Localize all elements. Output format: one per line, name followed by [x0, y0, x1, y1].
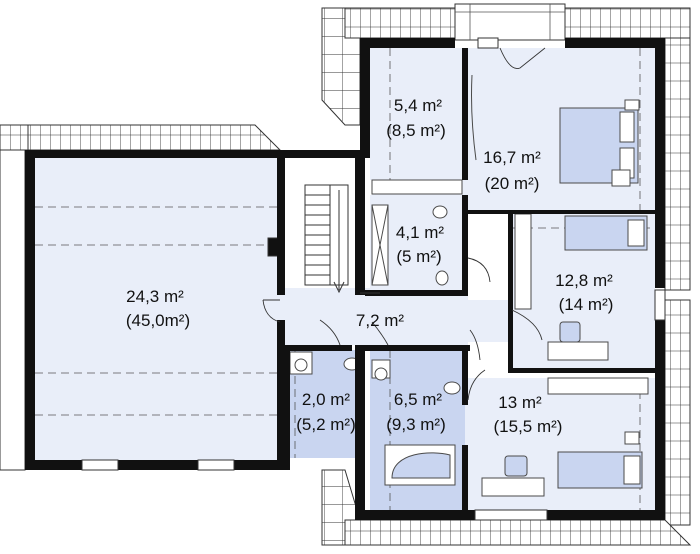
wardrobe-closet — [371, 179, 463, 195]
doors — [262, 47, 546, 401]
wc-total: (5,2 m²) — [296, 415, 356, 434]
bedroom2-area: 12,8 m² — [555, 271, 613, 290]
room-fills — [35, 48, 655, 510]
ensuite-area: 4,1 m² — [396, 223, 445, 242]
balcony — [454, 3, 566, 41]
bedroom3-area: 13 m² — [498, 393, 542, 412]
roof-left-top — [0, 124, 29, 151]
room-labels: 24,3 m² (45,0m²) 7,2 m² 5,4 m² (8,5 m²) … — [126, 96, 614, 436]
bathroom-area: 6,5 m² — [394, 390, 443, 409]
furniture — [289, 74, 649, 497]
attic-area: 24,3 m² — [126, 287, 184, 306]
master-area: 16,7 m² — [483, 148, 541, 167]
staircase — [267, 184, 349, 294]
window — [654, 289, 666, 321]
roof-top-right — [564, 7, 691, 39]
roof-right-lower — [664, 299, 691, 526]
bedroom2-total: (14 m²) — [559, 295, 614, 314]
roof-top — [344, 7, 456, 39]
window — [81, 459, 119, 471]
chair-icon — [559, 321, 581, 343]
walls — [25, 38, 665, 520]
roof-overhangs — [0, 3, 692, 546]
bathroom-total: (9,3 m²) — [386, 415, 446, 434]
windows — [81, 37, 666, 521]
hall-area: 7,2 m² — [356, 311, 405, 330]
bedroom3-total: (15,5 m²) — [494, 417, 563, 436]
roof-attic-top — [27, 124, 282, 151]
wardrobe-total: (8,5 m²) — [386, 121, 446, 140]
ensuite-total: (5 m²) — [396, 247, 441, 266]
window — [477, 37, 499, 49]
window — [474, 509, 548, 521]
roof-bottom — [344, 519, 692, 546]
roof-left-side — [0, 149, 26, 471]
roof-right-upper — [664, 37, 691, 291]
attic-total: (45,0m²) — [126, 311, 190, 330]
window — [197, 459, 235, 471]
wc-area: 2,0 m² — [302, 390, 351, 409]
attic-fill — [35, 158, 277, 460]
wardrobe-fill — [370, 48, 462, 180]
wardrobe-area: 5,4 m² — [394, 96, 443, 115]
master-total: (20 m²) — [485, 174, 540, 193]
